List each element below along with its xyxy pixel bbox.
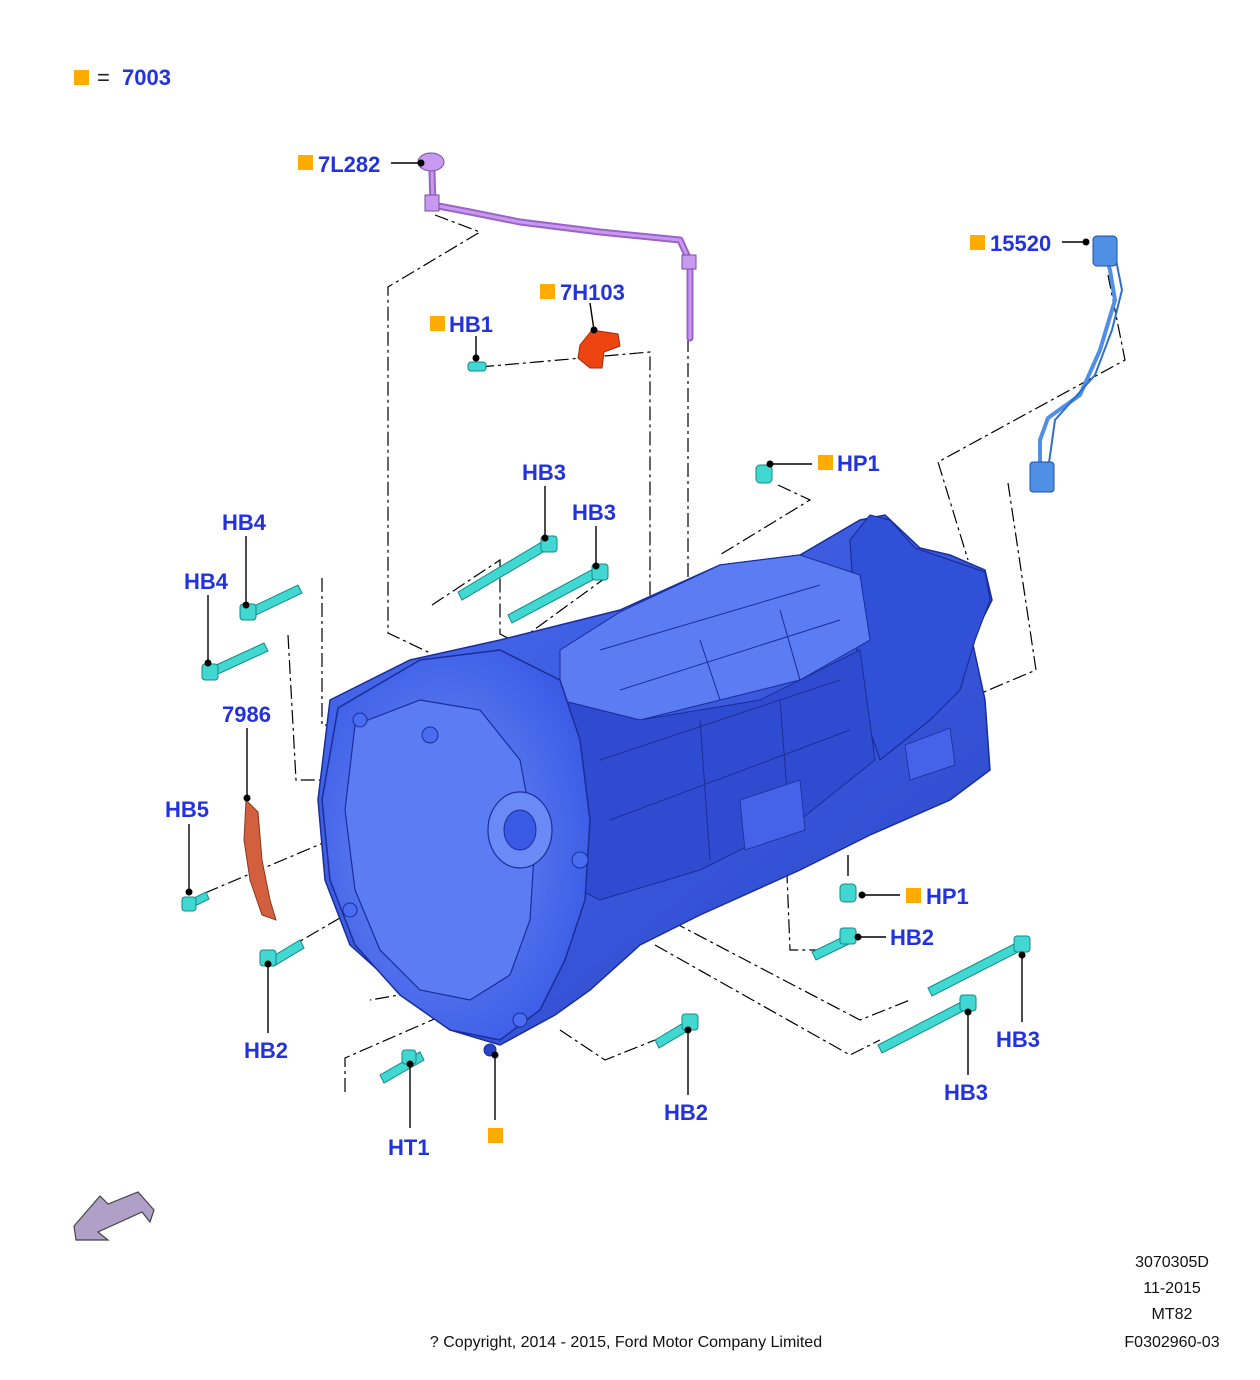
leader-lines bbox=[185, 159, 1090, 1128]
bolt-hb4-lower bbox=[201, 642, 269, 681]
marker-hb1-icon bbox=[430, 316, 445, 331]
transmission-assembly bbox=[317, 514, 993, 1057]
callout-hb3-top-right: HB3 bbox=[572, 500, 616, 525]
plug-hp1-bottom bbox=[839, 883, 857, 903]
info-block: 3070305D 11-2015 MT82 F0302960-03 ? Copy… bbox=[430, 1254, 1220, 1351]
bolt-hb3-bottom-mid bbox=[877, 994, 977, 1054]
callout-hp1-top: HP1 bbox=[837, 451, 880, 476]
marker-hp1-bottom-icon bbox=[906, 888, 921, 903]
marker-7h103-icon bbox=[540, 284, 555, 299]
bolt-hb3-top-left bbox=[457, 535, 558, 601]
callouts: 7L282 7H103 15520 HB1 HP1 HP1 HB3 HB3 HB… bbox=[165, 152, 1051, 1160]
bolt-hb3-bottom-right bbox=[927, 935, 1031, 997]
bolt-hb1 bbox=[467, 361, 487, 372]
bolt-hb2-left bbox=[259, 939, 305, 967]
callout-hb3-bottom-mid: HB3 bbox=[944, 1080, 988, 1105]
marker-15520-icon bbox=[970, 235, 985, 250]
callout-hb3-top-left: HB3 bbox=[522, 460, 566, 485]
bolt-hb2-right bbox=[811, 927, 857, 961]
diagram-figure: F0302960-03 bbox=[1124, 1334, 1219, 1351]
legend: = 7003 bbox=[74, 65, 171, 90]
callout-hb1: HB1 bbox=[449, 312, 493, 337]
diagram-code: 3070305D bbox=[1135, 1254, 1209, 1271]
callout-15520: 15520 bbox=[990, 231, 1051, 256]
callout-hb4-lower: HB4 bbox=[184, 569, 229, 594]
callout-hb2-right: HB2 bbox=[890, 925, 934, 950]
wiring-harness-part bbox=[1029, 235, 1124, 493]
diagram-date: 11-2015 bbox=[1143, 1280, 1201, 1297]
vent-tube-part bbox=[417, 152, 697, 342]
bolt-hb4-upper bbox=[239, 584, 303, 621]
bolt-hb2-bottom bbox=[654, 1013, 699, 1049]
stud-ht1 bbox=[379, 1049, 425, 1084]
bolt-hb5 bbox=[181, 891, 210, 912]
callout-7h103: 7H103 bbox=[560, 280, 625, 305]
bolts bbox=[181, 361, 1031, 1084]
view-direction-arrow-icon bbox=[73, 1191, 155, 1241]
callout-hb3-bottom-right: HB3 bbox=[996, 1027, 1040, 1052]
copyright-notice: ? Copyright, 2014 - 2015, Ford Motor Com… bbox=[430, 1334, 822, 1351]
callout-ht1: HT1 bbox=[388, 1135, 430, 1160]
bolt-hb3-top-right bbox=[507, 563, 609, 624]
callout-hb2-bottom: HB2 bbox=[664, 1100, 708, 1125]
callout-hb2-left: HB2 bbox=[244, 1038, 288, 1063]
legend-marker-icon bbox=[74, 70, 89, 85]
callout-hp1-bottom: HP1 bbox=[926, 884, 969, 909]
callout-7l282: 7L282 bbox=[318, 152, 380, 177]
diagram-model: MT82 bbox=[1152, 1306, 1193, 1323]
legend-value: 7003 bbox=[122, 65, 171, 90]
legend-equals: = bbox=[97, 65, 110, 90]
gasket-part bbox=[243, 798, 277, 921]
marker-7l282-icon bbox=[298, 155, 313, 170]
callout-7986: 7986 bbox=[222, 702, 271, 727]
speed-sensor-part bbox=[577, 329, 621, 369]
callout-hb4-upper: HB4 bbox=[222, 510, 267, 535]
plug-hp1-top bbox=[755, 464, 773, 484]
callout-hb5: HB5 bbox=[165, 797, 209, 822]
marker-bottom-icon bbox=[488, 1128, 503, 1143]
marker-hp1-top-icon bbox=[818, 455, 833, 470]
